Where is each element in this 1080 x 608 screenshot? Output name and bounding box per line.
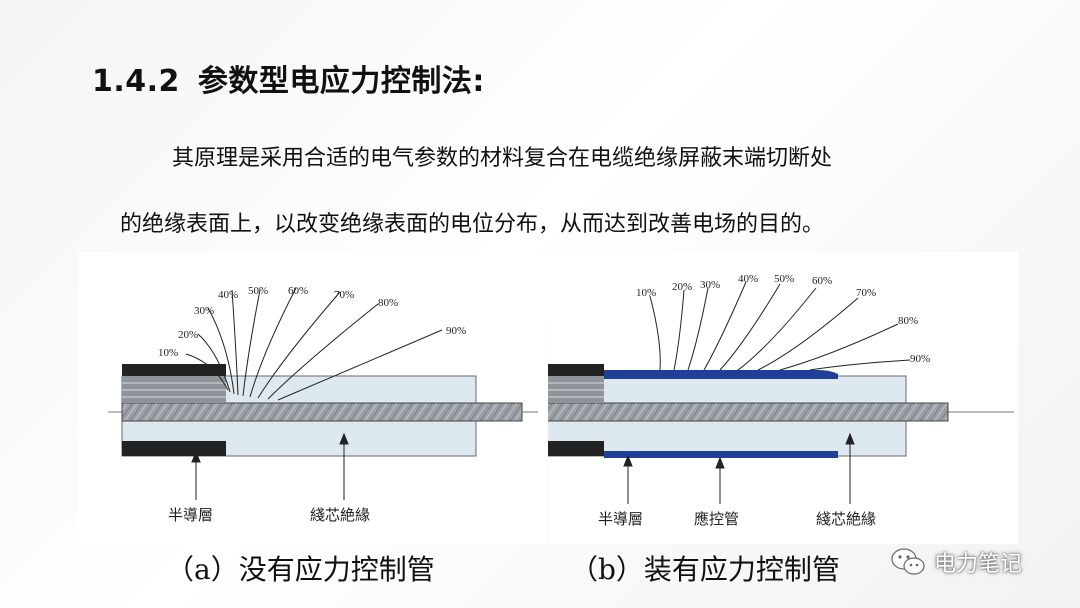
diagram-b-stress-tube-bottom [604, 451, 838, 458]
diagram-b-pct-10: 10% [636, 287, 656, 299]
diagram-b-semicon-top [548, 364, 604, 376]
diagram-b-callouts [623, 432, 855, 504]
caption-a: （a）没有应力控制管 [166, 553, 435, 586]
diagram-b-pct-20: 20% [672, 281, 692, 293]
diagram-a-label-semicon: 半導層 [168, 506, 213, 524]
diagram-a-semicon-top [122, 364, 226, 376]
diagram-b-pct-90: 90% [910, 353, 930, 365]
caption-b: （b）装有应力控制管 [570, 553, 840, 586]
diagram-a-pct-90: 90% [446, 325, 466, 337]
watermark-text: 电力笔记 [934, 552, 1023, 577]
section-number: 1.4.2 [92, 64, 180, 99]
diagram-a-figure: 10% 20% 30% 40% 50% 60% 70% 80% 90% 半導層 … [108, 285, 538, 524]
diagram-b-pct-50: 50% [774, 273, 794, 285]
diagram-b-panel: 10% 20% 30% 40% 50% 60% 70% 80% 90% 半導層 … [548, 252, 1018, 544]
diagram-a-pct-70: 70% [334, 289, 354, 301]
diagram-b-stress-tube-top [604, 370, 838, 379]
diagram-a-panel: 10% 20% 30% 40% 50% 60% 70% 80% 90% 半導層 … [78, 252, 546, 544]
diagram-a-pct-10: 10% [158, 347, 178, 359]
diagram-b-pct-40: 40% [738, 273, 758, 285]
diagram-b-label-stress-tube: 應控管 [694, 510, 739, 528]
diagram-a-label-insulation: 綫芯絶緣 [310, 506, 370, 524]
diagram-a-pct-50: 50% [248, 285, 268, 297]
diagram-b-pct-80: 80% [898, 315, 918, 327]
diagram-a-pct-20: 20% [178, 329, 198, 341]
diagram-a-field-lines [185, 287, 443, 401]
diagram-b-conductor [548, 402, 949, 422]
paragraph-line-2: 的绝缘表面上，以改变绝缘表面的电位分布，从而达到改善电场的目的。 [120, 212, 825, 237]
diagram-a-pct-60: 60% [288, 285, 308, 297]
diagram-a-conductor [121, 402, 523, 422]
diagram-b-pct-70: 70% [856, 287, 876, 299]
paragraph-line-1: 其原理是采用合适的电气参数的材料复合在电缆绝缘屏蔽末端切断处 [172, 146, 833, 171]
watermark: 电力笔记 [890, 544, 1022, 580]
section-title: 参数型电应力控制法: [197, 64, 485, 99]
diagram-a-pct-80: 80% [378, 297, 398, 309]
diagram-b-label-semicon: 半導層 [598, 510, 643, 528]
section-heading: 1.4.2 参数型电应力控制法: [92, 56, 485, 100]
diagram-b-semicon-bottom [548, 441, 604, 456]
diagram-a-pct-30: 30% [194, 305, 214, 317]
diagram-b-field-lines [649, 281, 911, 371]
diagram-b-label-insulation: 綫芯絶緣 [816, 510, 876, 528]
diagram-a-callouts [191, 432, 349, 500]
diagram-b-pct-60: 60% [812, 275, 832, 287]
wechat-icon [891, 548, 925, 575]
diagram-b-figure: 10% 20% 30% 40% 50% 60% 70% 80% 90% 半導層 … [548, 273, 1014, 528]
diagram-a-semicon-bottom [122, 441, 226, 456]
diagram-a-pct-40: 40% [218, 289, 238, 301]
diagram-b-pct-30: 30% [700, 279, 720, 291]
